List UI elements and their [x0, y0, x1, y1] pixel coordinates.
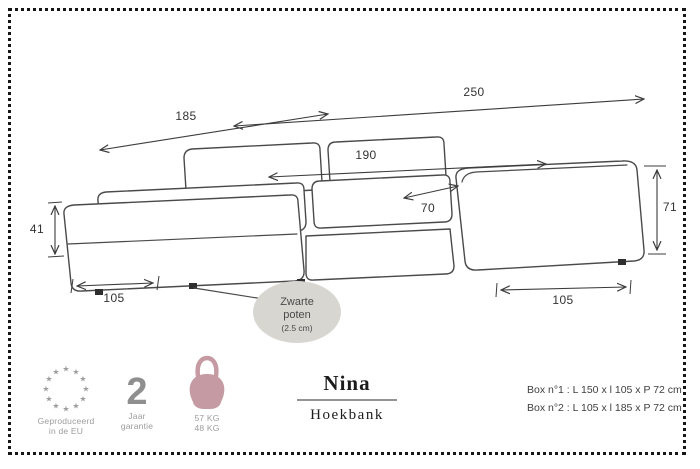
eu-caption-line2: in de EU — [49, 426, 83, 436]
base-front — [305, 228, 455, 281]
kettlebell-handle — [195, 355, 219, 379]
callout-text-line3: (2.5 cm) — [281, 323, 312, 333]
star-icon: ★ — [45, 395, 52, 404]
box-dimensions-line2: Box n°2 : L 105 x l 185 x P 72 cm — [527, 402, 682, 414]
weight-caption-line2: 48 KG — [194, 423, 219, 433]
dimension-250-label: 250 — [463, 85, 484, 99]
star-icon: ★ — [62, 365, 69, 374]
footer: ★ ★ ★ ★ ★ ★ ★ ★ ★ ★ ★ ★ Geproduceerd in … — [38, 355, 682, 436]
dim-tick — [156, 275, 160, 291]
dim-line-185 — [100, 114, 328, 150]
dim-tick — [629, 279, 632, 295]
dimension-70-label: 70 — [421, 201, 435, 215]
warranty-caption-line1: Jaar — [128, 411, 145, 421]
legs-callout: Zwarte poten (2.5 cm) — [193, 281, 341, 343]
dimension-41-label: 41 — [30, 222, 44, 236]
callout-bubble — [253, 281, 341, 343]
star-icon: ★ — [79, 375, 86, 384]
dimension-71-label: 71 — [663, 200, 677, 214]
eu-caption-line1: Geproduceerd — [38, 416, 95, 426]
warranty-caption-line2: garantie — [121, 421, 153, 431]
warranty-number: 2 — [126, 371, 147, 413]
dim-tick — [70, 278, 74, 294]
dimension-105-right-label: 105 — [552, 293, 573, 307]
weight-caption-line1: 57 KG — [194, 413, 219, 423]
sofa-drawing — [63, 136, 645, 295]
callout-text-line1: Zwarte — [280, 296, 314, 308]
dim-line-70 — [404, 186, 458, 198]
dimension-105-left-label: 105 — [103, 291, 124, 305]
dotted-border-frame — [8, 8, 686, 455]
eu-stars-icon: ★ ★ ★ ★ ★ ★ ★ ★ ★ ★ ★ ★ — [42, 365, 89, 414]
star-icon: ★ — [62, 405, 69, 414]
star-icon: ★ — [79, 395, 86, 404]
star-icon: ★ — [42, 385, 49, 394]
dimension-185-label: 185 — [175, 109, 196, 123]
dimension-190-label: 190 — [355, 148, 376, 162]
callout-text-line2: poten — [283, 309, 311, 321]
chaise-seam-line — [67, 233, 298, 245]
dim-tick — [495, 282, 498, 298]
armrest-right — [455, 160, 645, 271]
star-icon: ★ — [52, 402, 59, 411]
dim-tick — [47, 255, 65, 258]
sofa-leg — [189, 283, 197, 289]
star-icon: ★ — [82, 385, 89, 394]
sofa-leg — [95, 289, 103, 295]
dim-tick — [47, 201, 63, 204]
dim-line-105-left — [77, 283, 153, 286]
box-dimensions-line1: Box n°1 : L 150 x l 105 x P 72 cm — [527, 384, 682, 396]
kettlebell-body — [189, 374, 225, 409]
star-icon: ★ — [45, 375, 52, 384]
dim-line-250 — [234, 99, 644, 126]
product-category: Hoekbank — [310, 407, 384, 423]
star-icon: ★ — [72, 368, 79, 377]
kettlebell-weight-icon — [189, 355, 225, 409]
dim-line-190 — [269, 164, 546, 177]
dimension-lines: 250 185 190 70 41 71 105 105 — [30, 85, 677, 307]
dim-line-105-right — [501, 287, 626, 290]
chaise-section — [63, 194, 305, 292]
sofa-leg — [618, 259, 626, 265]
star-icon: ★ — [52, 368, 59, 377]
star-icon: ★ — [72, 402, 79, 411]
product-name: Nina — [323, 371, 370, 395]
